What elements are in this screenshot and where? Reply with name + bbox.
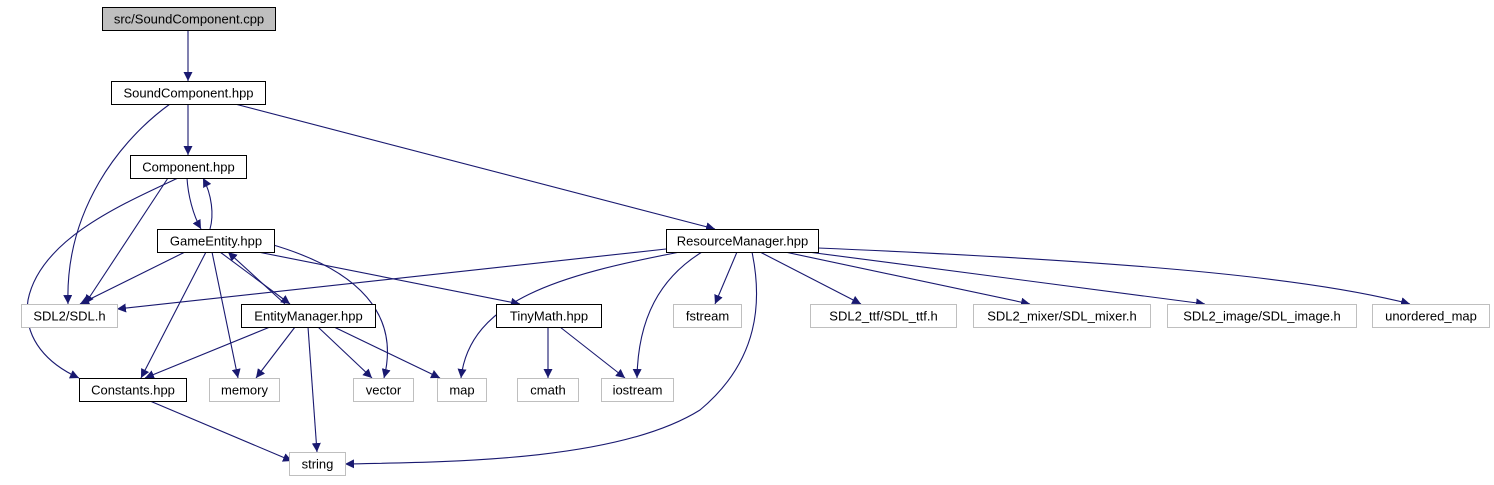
edge-sound-hpp-to-sdl-h (63, 103, 171, 305)
edge-entitymanager-hpp-to-map (333, 326, 441, 379)
edge-entitymanager-hpp-to-vector (317, 326, 373, 379)
edge-gameentity-hpp-to-vector (269, 243, 391, 379)
edge-entitymanager-hpp-to-memory (255, 326, 296, 379)
node-label-unordered-map: unordered_map (1385, 309, 1477, 324)
node-label-sound-cpp: src/SoundComponent.cpp (114, 12, 264, 27)
edge-component-hpp-to-gameentity-hpp (186, 177, 202, 230)
nodes-layer: src/SoundComponent.cppSoundComponent.hpp… (21, 7, 1490, 476)
node-box-vector (353, 378, 414, 402)
edge-resource-hpp-to-sdl-image (807, 251, 1206, 308)
node-box-unordered-map (1372, 304, 1490, 328)
node-box-component-hpp (130, 155, 247, 179)
node-label-fstream: fstream (686, 309, 729, 324)
node-sdl-image: SDL2_image/SDL_image.h (1167, 304, 1357, 328)
node-label-sdl-image: SDL2_image/SDL_image.h (1183, 309, 1341, 324)
node-label-iostream: iostream (613, 383, 663, 398)
node-sdl-ttf: SDL2_ttf/SDL_ttf.h (810, 304, 957, 328)
edge-resource-hpp-to-iostream (632, 251, 703, 379)
edge-gameentity-hpp-to-component-hpp (202, 177, 213, 230)
node-memory: memory (209, 378, 280, 402)
node-sound-cpp[interactable]: src/SoundComponent.cpp (102, 7, 276, 31)
node-label-component-hpp: Component.hpp (142, 160, 235, 175)
node-box-resource-hpp (666, 229, 819, 253)
node-sdl-h: SDL2/SDL.h (21, 304, 118, 328)
node-label-vector: vector (366, 383, 402, 398)
node-box-sound-hpp (111, 81, 266, 105)
node-label-memory: memory (221, 383, 268, 398)
node-string: string (289, 452, 346, 476)
node-vector: vector (353, 378, 414, 402)
node-label-map: map (449, 383, 474, 398)
node-label-constants-hpp: Constants.hpp (91, 383, 175, 398)
node-label-gameentity-hpp: GameEntity.hpp (170, 234, 262, 249)
node-label-tinymath-hpp: TinyMath.hpp (510, 309, 588, 324)
node-box-gameentity-hpp (157, 229, 275, 253)
node-box-sound-cpp (102, 7, 276, 31)
node-box-constants-hpp (79, 378, 187, 402)
edge-gameentity-hpp-to-memory (211, 251, 241, 379)
node-cmath: cmath (517, 378, 579, 402)
node-box-sdl-image (1167, 304, 1357, 328)
node-box-iostream (601, 378, 674, 402)
edge-gameentity-hpp-to-sdl-h (79, 251, 186, 305)
node-sound-hpp[interactable]: SoundComponent.hpp (111, 81, 266, 105)
edge-resource-hpp-to-sdl-h (116, 248, 667, 313)
edge-sound-hpp-to-resource-hpp (234, 103, 716, 232)
node-constants-hpp[interactable]: Constants.hpp (79, 378, 187, 402)
edge-entitymanager-hpp-to-gameentity-hpp (227, 251, 286, 305)
node-label-resource-hpp: ResourceManager.hpp (677, 234, 809, 249)
edges-layer (26, 30, 1411, 469)
node-sdl-mixer: SDL2_mixer/SDL_mixer.h (973, 304, 1151, 328)
node-box-sdl-ttf (810, 304, 957, 328)
edge-resource-hpp-to-sdl-mixer (784, 251, 1031, 307)
node-entitymanager-hpp[interactable]: EntityManager.hpp (241, 304, 376, 328)
node-label-sdl-h: SDL2/SDL.h (33, 309, 105, 324)
node-resource-hpp[interactable]: ResourceManager.hpp (666, 229, 819, 253)
edge-entitymanager-hpp-to-string (307, 326, 321, 453)
node-fstream: fstream (673, 304, 742, 328)
node-box-fstream (673, 304, 742, 328)
edge-component-hpp-to-sdl-h (84, 177, 169, 305)
node-label-sdl-mixer: SDL2_mixer/SDL_mixer.h (987, 309, 1137, 324)
edge-resource-hpp-to-string (344, 251, 758, 469)
edge-gameentity-hpp-to-constants-hpp (140, 251, 207, 379)
node-label-string: string (302, 457, 334, 472)
node-box-entitymanager-hpp (241, 304, 376, 328)
node-label-sound-hpp: SoundComponent.hpp (123, 86, 253, 101)
node-box-map (437, 378, 487, 402)
node-tinymath-hpp[interactable]: TinyMath.hpp (496, 304, 602, 328)
edge-resource-hpp-to-map (457, 251, 681, 379)
node-box-sdl-h (21, 304, 118, 328)
node-iostream: iostream (601, 378, 674, 402)
node-label-entitymanager-hpp: EntityManager.hpp (254, 309, 362, 324)
node-box-tinymath-hpp (496, 304, 602, 328)
node-box-memory (209, 378, 280, 402)
edge-resource-hpp-to-sdl-ttf (759, 251, 862, 305)
node-box-cmath (517, 378, 579, 402)
node-box-string (289, 452, 346, 476)
edge-entitymanager-hpp-to-constants-hpp (144, 326, 271, 379)
node-unordered-map: unordered_map (1372, 304, 1490, 328)
node-label-cmath: cmath (530, 383, 565, 398)
node-component-hpp[interactable]: Component.hpp (130, 155, 247, 179)
edge-resource-hpp-to-unordered-map (817, 247, 1411, 307)
node-map: map (437, 378, 487, 402)
node-label-sdl-ttf: SDL2_ttf/SDL_ttf.h (829, 309, 937, 324)
edge-component-hpp-to-constants-hpp (26, 177, 179, 379)
edge-resource-hpp-to-fstream (714, 251, 738, 305)
node-box-sdl-mixer (973, 304, 1151, 328)
edge-gameentity-hpp-to-tinymath-hpp (257, 251, 521, 307)
edge-constants-hpp-to-string (149, 400, 293, 462)
node-gameentity-hpp[interactable]: GameEntity.hpp (157, 229, 275, 253)
edge-tinymath-hpp-to-iostream (559, 326, 626, 379)
